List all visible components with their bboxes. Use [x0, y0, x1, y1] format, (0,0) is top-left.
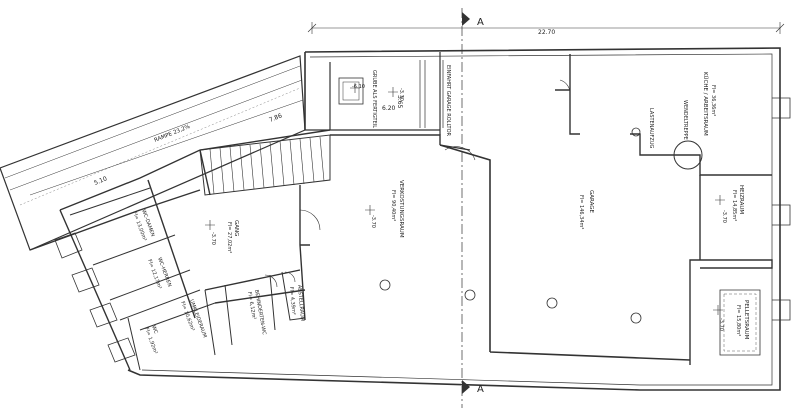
dim-overall-width: 22.70: [538, 29, 555, 36]
stairs: [199, 134, 331, 196]
room-kitchen-area: Fl= 36,36m²: [710, 85, 716, 116]
room-tasting-area: Fl= 90,40m²: [390, 190, 396, 221]
pit-label: GRUBE ALS FERTIGTEIL: [371, 70, 377, 128]
pit: [305, 52, 441, 135]
pit-level: -6.10: [352, 84, 365, 90]
room-pellets-area: Fl= 15,80m²: [735, 305, 741, 336]
room-tasting-level: -3.70: [370, 215, 376, 228]
room-garage-area: Fl= 146,34m²: [578, 195, 584, 229]
spiral-stair-label: WENDELTREPPE: [682, 100, 688, 140]
room-boiler-name: HEIZRAUM: [738, 185, 744, 214]
room-corridor-level: -3.70: [210, 232, 216, 245]
dim-pit-width: 3.65: [396, 95, 403, 109]
room-wc-name: WC: [150, 325, 159, 335]
level-markers: [205, 83, 725, 315]
room-corridor-name: GANG: [233, 220, 239, 236]
dim-ramp-width: 5.10: [93, 175, 108, 187]
room-corridor-area: Fl= 27,02m²: [226, 222, 232, 253]
dim-ramp-length: 7.86: [268, 112, 283, 124]
dim-pit-length: 6.20: [382, 105, 396, 112]
room-pellets-name: PELLETSRAUM: [743, 300, 749, 340]
room-garage-name: GARAGE: [588, 190, 594, 214]
room-kitchen-name: KÜCHE / ARBEITSRAUM: [702, 72, 709, 136]
room-accessible-wc-area: Fl= 6,12m²: [246, 291, 257, 320]
section-marker-top: A: [477, 17, 484, 28]
left-wing: [29, 129, 331, 251]
room-boiler-level: -3.70: [721, 210, 727, 223]
top-level: -3.70: [398, 88, 404, 101]
room-pellets-level: -3.70: [718, 318, 724, 331]
section-marker-bottom: A: [477, 384, 484, 395]
freight-elevator-label: LASTENAUFZUG: [648, 108, 654, 148]
ramp: [0, 55, 306, 251]
room-storage-area: Fl= 4,39m²: [288, 287, 296, 315]
outer-wall: [127, 47, 781, 391]
room-boiler-area: Fl= 14,85m²: [731, 190, 737, 221]
column-markers: [379, 127, 642, 324]
driveway-label: EINFAHRT GARAGE ROLLTOR: [445, 65, 451, 137]
room-storage-name: ABSTELLRAUM: [296, 285, 305, 322]
room-tasting-name: VERKOSTUNGSRAUM: [398, 180, 404, 238]
